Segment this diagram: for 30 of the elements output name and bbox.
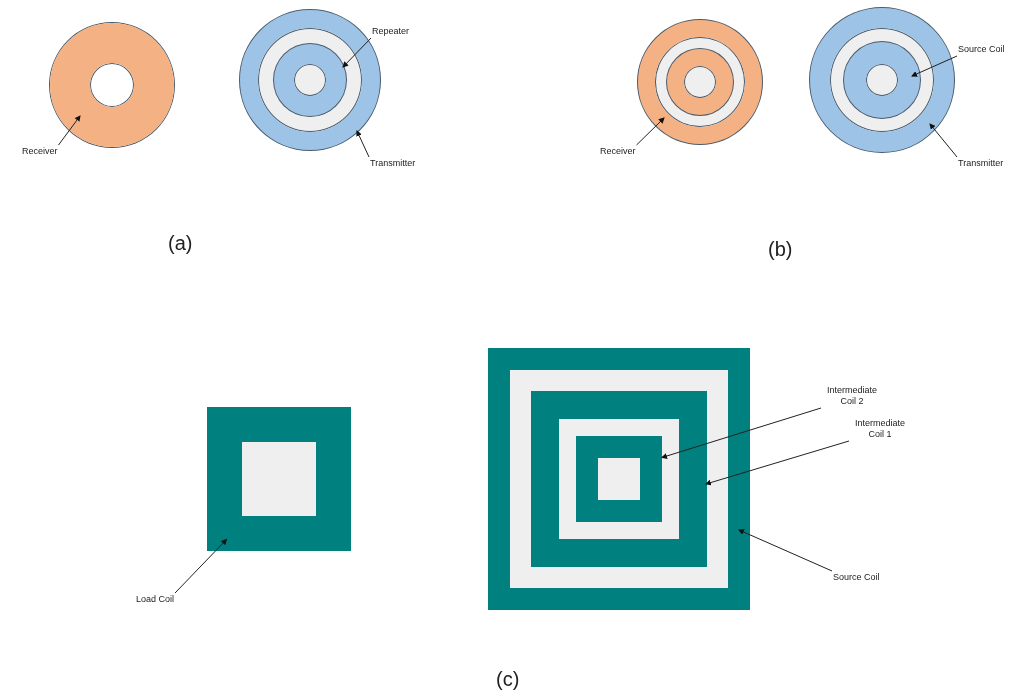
coil-label: Load Coil bbox=[136, 594, 175, 605]
panel-label: (c) bbox=[496, 668, 520, 691]
coil-label: Transmitter bbox=[370, 158, 416, 169]
source-coil-square bbox=[488, 348, 750, 610]
leader-arrow bbox=[929, 123, 958, 158]
panel-label: (a) bbox=[168, 232, 193, 255]
panel-label: (b) bbox=[768, 238, 793, 261]
coil-label: Source Coil bbox=[958, 44, 1005, 55]
leader-arrow bbox=[58, 115, 81, 146]
coil-label: Transmitter bbox=[958, 158, 1004, 169]
source-coil-ring bbox=[844, 42, 920, 118]
leader-arrow bbox=[705, 440, 850, 486]
coil-label: Receiver bbox=[600, 146, 636, 157]
leader-arrow bbox=[661, 407, 822, 459]
intermediate-coil-square bbox=[531, 391, 707, 567]
leader-arrow bbox=[738, 529, 833, 572]
receiver-coil-ring bbox=[50, 23, 174, 147]
coil-label: Receiver bbox=[22, 146, 58, 157]
coil-label: Intermediate Coil 1 bbox=[850, 418, 910, 440]
leader-arrow bbox=[911, 55, 958, 77]
leader-arrow bbox=[174, 538, 228, 594]
coil-label: Intermediate Coil 2 bbox=[822, 385, 882, 407]
leader-arrow bbox=[636, 117, 665, 146]
coil-label: Repeater bbox=[372, 26, 410, 37]
repeater-coil-ring bbox=[274, 44, 346, 116]
intermediate-coil-square bbox=[576, 436, 662, 522]
leader-arrow bbox=[356, 130, 370, 158]
load-coil-square bbox=[206, 406, 351, 551]
coil-label: Source Coil bbox=[833, 572, 880, 583]
receiver-coil-ring bbox=[667, 49, 733, 115]
